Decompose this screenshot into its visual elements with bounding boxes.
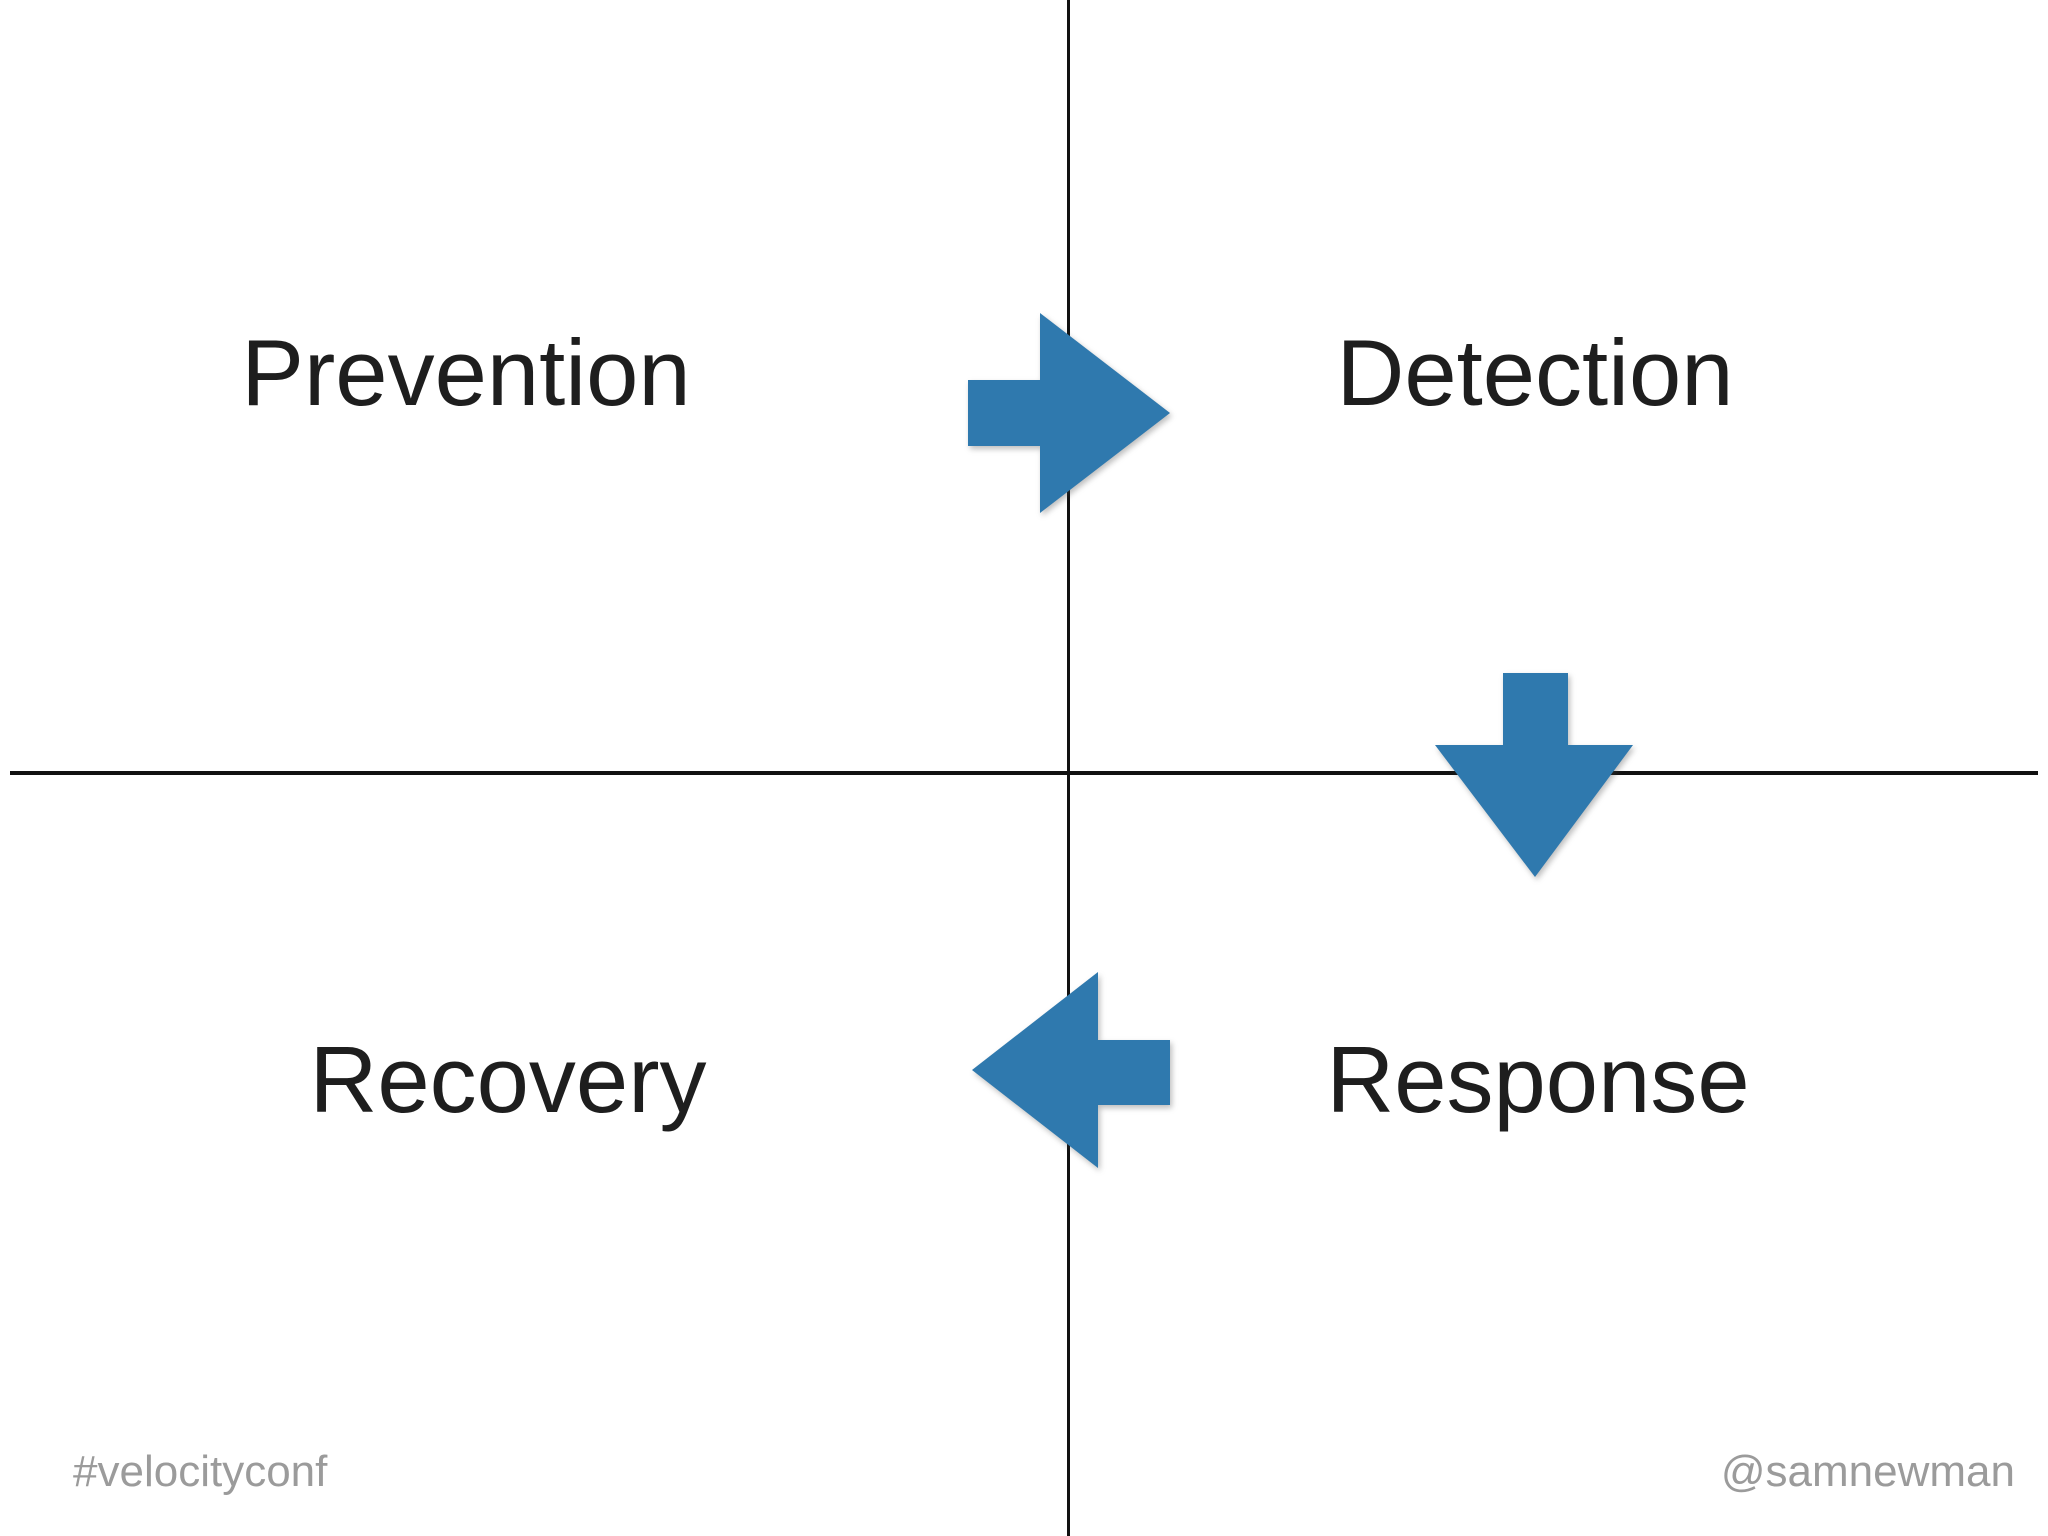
quadrant-label-detection: Detection — [1336, 320, 1734, 425]
horizontal-axis-line — [10, 771, 2038, 775]
twitter-handle-text: @samnewman — [1720, 1447, 2015, 1496]
arrow-right-icon — [968, 313, 1170, 513]
arrow-left-icon — [972, 972, 1170, 1168]
vertical-axis-line — [1067, 0, 1070, 1536]
quadrant-label-recovery: Recovery — [309, 1027, 707, 1132]
quadrant-label-response: Response — [1326, 1027, 1750, 1132]
hashtag-text: #velocityconf — [73, 1447, 328, 1496]
quadrant-label-prevention: Prevention — [241, 320, 691, 425]
arrow-down-icon — [1435, 673, 1633, 877]
